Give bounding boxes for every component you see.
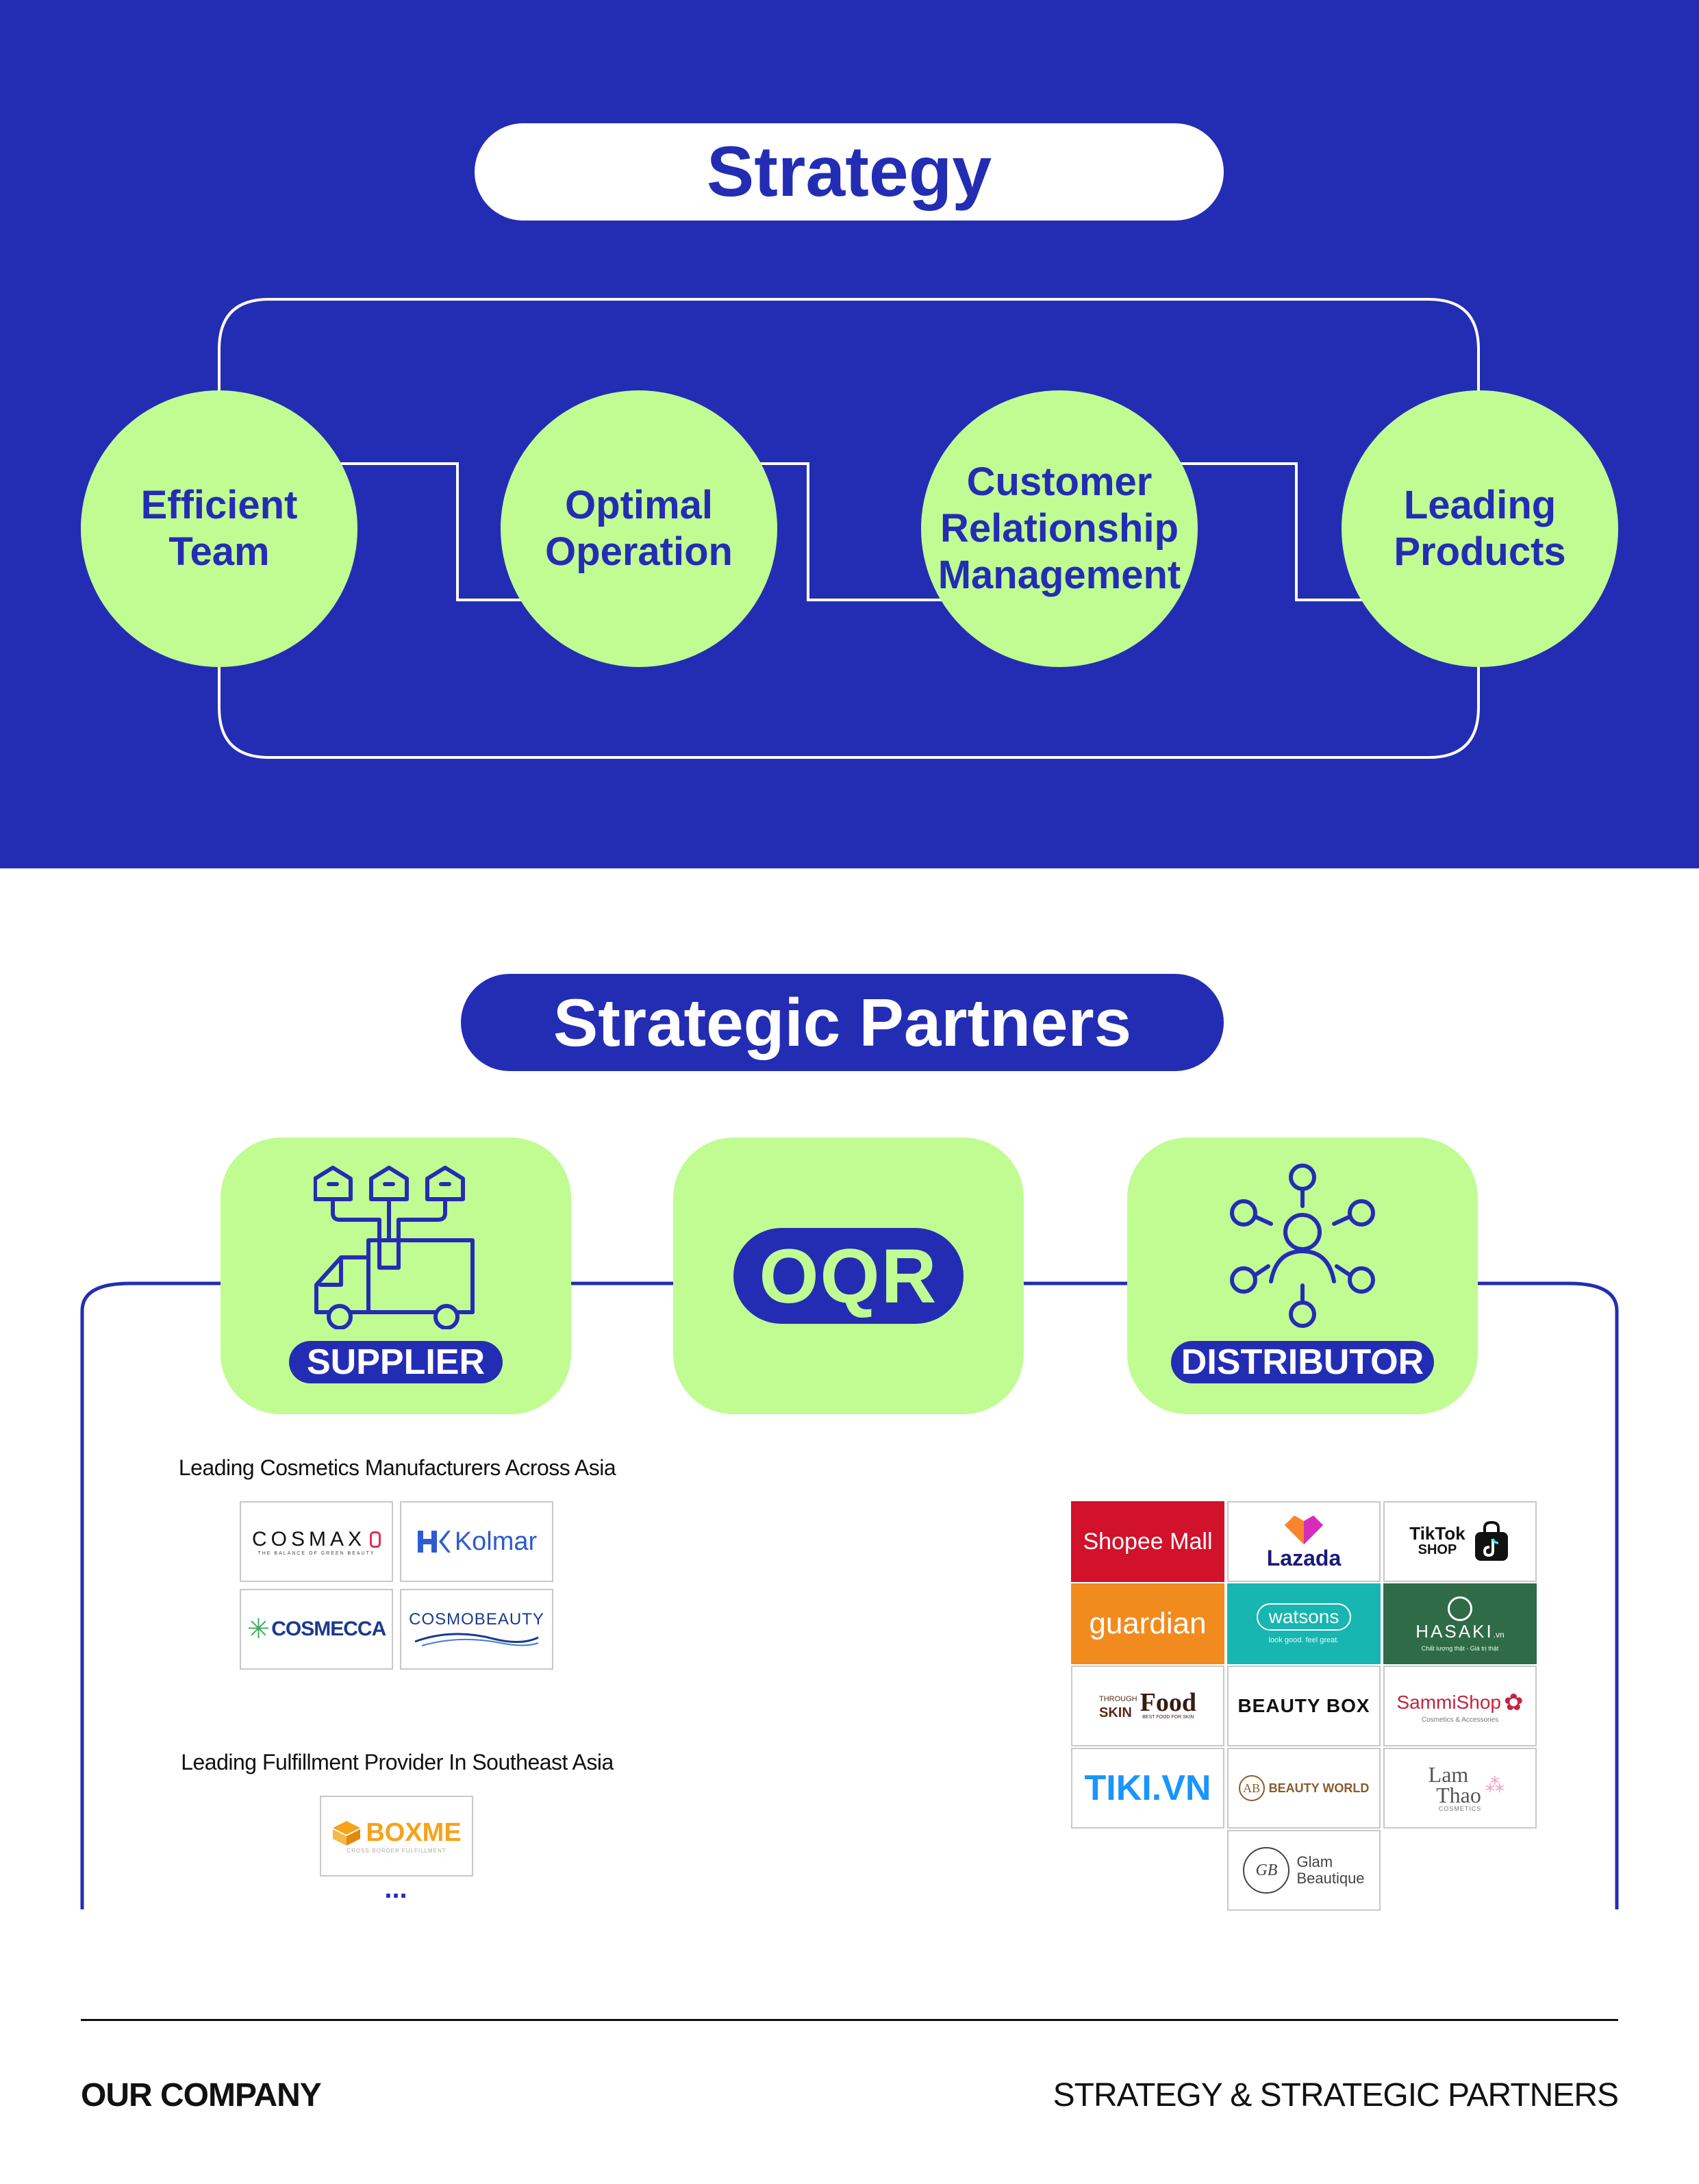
logo-lam-thao: Lam Thao ⁂ COSMETICS bbox=[1383, 1748, 1537, 1829]
pillar-label: Customer bbox=[966, 460, 1153, 504]
kolmar-name: Kolmar bbox=[454, 1527, 538, 1556]
glam-beautique: Beautique bbox=[1296, 1870, 1365, 1887]
pillar-label: Management bbox=[937, 553, 1181, 597]
cosmax-mark-icon bbox=[370, 1531, 381, 1548]
sammishop-tagline: Cosmetics & Accessories bbox=[1421, 1716, 1499, 1724]
supplier-truck-icon bbox=[314, 1166, 475, 1329]
logo-beauty-world: AB BEAUTY WORLD bbox=[1227, 1748, 1381, 1829]
boxme-tagline: CROSS-BORDER FULFILLMENT bbox=[347, 1848, 446, 1854]
pillar-label: Leading bbox=[1403, 483, 1557, 527]
distributor-logo-grid: Shopee Mall Lazada TikTok SHOP guardian … bbox=[1071, 1501, 1537, 1912]
logo-shopee-mall: Shopee Mall bbox=[1071, 1501, 1224, 1582]
footer-left: OUR COMPANY bbox=[81, 2077, 322, 2113]
strategy-title-text: Strategy bbox=[706, 131, 992, 212]
logo-kolmar: Kolmar bbox=[400, 1501, 553, 1582]
logo-boxme: BOXME CROSS-BORDER FULFILLMENT bbox=[320, 1796, 473, 1877]
hasaki-tagline: Chất lượng thật - Giá trị thật bbox=[1421, 1644, 1499, 1652]
hasaki-name: HASAKI bbox=[1415, 1620, 1494, 1642]
beautyworld-name: BEAUTY WORLD bbox=[1268, 1781, 1370, 1795]
boxme-box-icon bbox=[333, 1820, 361, 1846]
skinfood-food: Food bbox=[1140, 1688, 1196, 1717]
logo-tiktok-shop: TikTok SHOP bbox=[1383, 1501, 1537, 1582]
logo-sammishop: SammiShop ✿ Cosmetics & Accessories bbox=[1383, 1666, 1537, 1746]
logo-watsons: watsons look good. feel great. bbox=[1227, 1583, 1381, 1664]
hasaki-emblem-icon bbox=[1448, 1596, 1472, 1621]
logo-lazada: Lazada bbox=[1227, 1501, 1381, 1582]
logo-tiki: TIKI.VN bbox=[1071, 1748, 1224, 1829]
beautyworld-mark: AB bbox=[1238, 1775, 1265, 1801]
cosmecca-star-icon: ✳ bbox=[247, 1614, 270, 1644]
cosmobeauty-name: COSMOBEAUTY bbox=[409, 1610, 544, 1629]
skinfood-through: THROUGH bbox=[1099, 1695, 1137, 1703]
skinfood-tagline: BEST FOOD FOR SKIN bbox=[1142, 1715, 1194, 1720]
distributor-badge: DISTRIBUTOR bbox=[1171, 1341, 1434, 1383]
partners-title-text: Strategic Partners bbox=[553, 984, 1132, 1060]
footer-divider bbox=[81, 2019, 1618, 2021]
pillar-label: Optimal bbox=[565, 483, 713, 527]
lamthao-dots-icon: ⁂ bbox=[1485, 1774, 1505, 1796]
hasaki-suffix: .vn bbox=[1493, 1629, 1505, 1640]
cosmax-tagline: THE BALANCE OF GREEN BEAUTY bbox=[257, 1551, 375, 1556]
pillar-label: Products bbox=[1394, 529, 1566, 574]
manufacturers-caption: Leading Cosmetics Manufacturers Across A… bbox=[178, 1455, 616, 1480]
kolmar-mark-icon bbox=[417, 1531, 451, 1553]
guardian-name: guardian bbox=[1089, 1607, 1207, 1640]
tiki-name: TIKI.VN bbox=[1084, 1768, 1211, 1808]
logo-cosmobeauty: COSMOBEAUTY bbox=[400, 1589, 553, 1670]
footer-right: STRATEGY & STRATEGIC PARTNERS bbox=[1053, 2077, 1619, 2113]
more-indicator: ... bbox=[384, 1874, 407, 1904]
cosmobeauty-wave-icon bbox=[414, 1633, 539, 1646]
boxme-name: BOXME bbox=[366, 1818, 462, 1847]
lamthao-tagline: COSMETICS bbox=[1438, 1805, 1482, 1812]
lamthao-lam: Lam bbox=[1428, 1762, 1469, 1787]
sammishop-name: SammiShop bbox=[1396, 1691, 1501, 1713]
lamthao-thao: Thao bbox=[1436, 1783, 1481, 1807]
sammishop-flower-icon: ✿ bbox=[1504, 1689, 1524, 1716]
oqr-card: OQR bbox=[673, 1138, 1024, 1414]
logo-beauty-box: BEAUTY BOX bbox=[1227, 1666, 1381, 1746]
logo-cosmecca: ✳ COSMECCA bbox=[240, 1589, 393, 1670]
lazada-heart-icon bbox=[1285, 1515, 1323, 1544]
beautybox-name: BEAUTY BOX bbox=[1237, 1695, 1370, 1716]
glam-mark: GB bbox=[1243, 1847, 1290, 1894]
logo-skinfood: THROUGH SKIN Food BEST FOOD FOR SKIN bbox=[1071, 1666, 1224, 1746]
watsons-name: watsons bbox=[1256, 1603, 1352, 1631]
strategy-connector-lines bbox=[218, 298, 1480, 759]
distributor-card: DISTRIBUTOR bbox=[1127, 1138, 1478, 1414]
tiktok-shop: SHOP bbox=[1418, 1542, 1457, 1557]
tiktok-bag-icon bbox=[1474, 1520, 1508, 1561]
shopee-name: Shopee Mall bbox=[1083, 1528, 1213, 1555]
logo-cosmax: COSMAX THE BALANCE OF GREEN BEAUTY bbox=[240, 1501, 393, 1582]
supplier-card: SUPPLIER bbox=[221, 1138, 571, 1414]
pillar-label: Efficient bbox=[140, 483, 298, 527]
pillar-label: Operation bbox=[545, 529, 733, 574]
logo-glam-beautique: GB Glam Beautique bbox=[1227, 1830, 1381, 1911]
partners-title: Strategic Partners bbox=[461, 974, 1224, 1071]
oqr-logo-text: OQR bbox=[759, 1233, 938, 1319]
strategy-title: Strategy bbox=[475, 123, 1224, 221]
watsons-tagline: look good. feel great. bbox=[1268, 1636, 1339, 1644]
distributor-network-icon bbox=[1230, 1164, 1375, 1328]
supplier-label: SUPPLIER bbox=[306, 1342, 486, 1382]
lazada-name: Lazada bbox=[1266, 1545, 1342, 1570]
pillar-label: Team bbox=[168, 529, 270, 574]
glam-name: Glam bbox=[1296, 1853, 1333, 1870]
cosmax-name: COSMAX bbox=[251, 1527, 366, 1551]
pillar-label: Relationship bbox=[940, 506, 1179, 551]
tiktok-name: TikTok bbox=[1409, 1523, 1465, 1544]
logo-hasaki: HASAKI.vn Chất lượng thật - Giá trị thật bbox=[1383, 1583, 1537, 1664]
skinfood-skin: SKIN bbox=[1099, 1705, 1132, 1720]
distributor-label: DISTRIBUTOR bbox=[1181, 1342, 1424, 1382]
logo-guardian: guardian bbox=[1071, 1583, 1224, 1664]
cosmecca-name: COSMECCA bbox=[271, 1618, 386, 1640]
oqr-logo: OQR bbox=[733, 1228, 964, 1324]
fulfillment-caption: Leading Fulfillment Provider In Southeas… bbox=[181, 1750, 614, 1774]
supplier-badge: SUPPLIER bbox=[289, 1341, 503, 1383]
partners-frame bbox=[80, 1281, 1619, 1909]
